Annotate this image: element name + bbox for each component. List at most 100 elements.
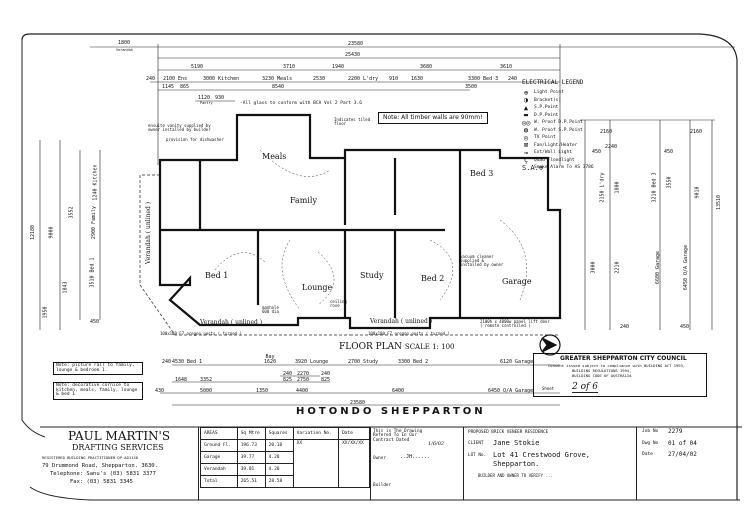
council-line3: BUILDING CODE OF AUSTRALIA xyxy=(572,373,632,378)
legend-item: ◎◎W. Proof D.P.Point xyxy=(522,119,594,127)
dim: 3510 Bed 1 xyxy=(89,257,96,288)
left-dimension-lines xyxy=(39,140,101,330)
legend-label: Bracket(s) xyxy=(534,97,562,103)
dim: 13510 xyxy=(716,194,723,211)
dim: 865 xyxy=(180,84,190,90)
room-verandah-bottom-left: Verandah ( unlined ) xyxy=(200,319,263,326)
council-stamp: GREATER SHEPPARTON CITY COUNCIL Consent … xyxy=(533,353,707,397)
cell: Total xyxy=(200,475,238,488)
wp-dp-point-icon: ◎◎ xyxy=(522,118,531,127)
dim: 3920 Lounge xyxy=(295,359,329,365)
council-line2: BUILDING REGULATIONS 1994, xyxy=(572,368,632,373)
smoke-alarm-icon: S.A.⊕ xyxy=(522,163,544,172)
contract-date: 1/6/02 xyxy=(428,441,445,447)
wp-sp-point-icon: ◍ xyxy=(523,126,529,135)
sheet-border xyxy=(21,33,738,500)
dim: 2700 Study xyxy=(348,359,379,365)
owner-signature: ..JH...... xyxy=(400,454,431,460)
cell: 4.20 xyxy=(264,463,294,476)
drawing-date: 27/04/02 xyxy=(668,451,697,458)
quad-floodlight-icon: ç xyxy=(523,156,529,165)
company-registration: REGISTERED BUILDING PRACTITIONER DP-AD11… xyxy=(42,455,139,460)
legend-label: Light Point xyxy=(534,90,564,96)
dim: 1800 xyxy=(614,181,621,194)
header: Sq Mtre xyxy=(236,427,266,440)
dim: 240 xyxy=(508,76,518,82)
dim: 1240 Kitchen xyxy=(92,164,99,201)
dwg-no: 01 of 04 xyxy=(668,440,697,447)
dim: 910 xyxy=(389,76,399,82)
lot-town: Shepparton. xyxy=(493,460,540,468)
dim: 3710 xyxy=(283,64,296,70)
dim: 2240 xyxy=(605,144,618,150)
cell: 4.28 xyxy=(264,451,294,464)
dim: 1120 xyxy=(198,95,211,101)
room-bed-1: Bed 1 xyxy=(205,271,229,280)
cell: Garage xyxy=(200,451,238,464)
client-name: Jane Stokie xyxy=(493,439,540,447)
council-sheet-value: 2 of 6 xyxy=(572,382,598,393)
legend-label: W. Proof D.P.Point xyxy=(534,120,583,126)
dim: 3552 xyxy=(68,206,75,219)
legend-label: TV Point xyxy=(534,135,556,141)
legend-label: S.P.Point xyxy=(534,105,559,111)
dim: 5000 xyxy=(200,388,213,394)
electrical-legend: ELECTRICAL LEGEND ⊕Light Point◑Bracket(s… xyxy=(522,80,594,172)
room-study: Study xyxy=(360,271,384,280)
room-verandah-bottom-right: Verandah ( unlined ) xyxy=(370,318,433,325)
dim-25430: 25430 xyxy=(345,52,361,58)
dim: 240 xyxy=(321,371,331,377)
header: Variation No. xyxy=(292,427,340,440)
note-dishwasher: provision for dishwasher xyxy=(166,137,224,142)
right-dimension-lines xyxy=(580,119,715,330)
dim: 2150 L'dry xyxy=(599,172,606,203)
dim: 12180 xyxy=(30,224,37,241)
light-point-icon: ⊕ xyxy=(523,88,529,97)
dim: 3000 Kitchen xyxy=(203,76,240,82)
sheet-border-left xyxy=(21,40,46,438)
dim: 1843 xyxy=(62,281,69,294)
council-line1: Consent issued subject to compliance wit… xyxy=(548,363,686,368)
room-garage: Garage xyxy=(502,277,532,286)
dim: 9010 xyxy=(694,186,701,199)
dim: 2900 Family xyxy=(91,205,98,240)
header: Squares xyxy=(264,427,294,440)
legend-item: ⊠Fan/Light/Heater xyxy=(522,141,594,149)
dim: 240 xyxy=(283,371,293,377)
dim-pantry-label: Pantry xyxy=(200,101,213,105)
dim: 825 xyxy=(283,377,293,383)
dim: 2530 xyxy=(313,76,326,82)
dim: 1145 xyxy=(162,84,175,90)
dim: 23580 xyxy=(350,400,366,406)
dim: 2200 L'dry xyxy=(348,76,379,82)
legend-label: Fan/Light/Heater xyxy=(534,142,578,148)
note-ensuite: ensuite vanity supplied by owner install… xyxy=(148,123,211,132)
legend-items: ⊕Light Point◑Bracket(s)▲S.P.Point▬D.P.Po… xyxy=(522,89,594,172)
dim: 6450 O/A Garage xyxy=(488,388,534,394)
note-vacuum: vacuum cleaner supplied & installed by o… xyxy=(460,254,504,267)
dim: 1950 xyxy=(42,306,49,319)
legend-item: ⊕ Light Point xyxy=(522,89,594,97)
dim: 9000 xyxy=(48,226,55,239)
dim: 450 xyxy=(592,149,602,155)
sp-point-icon: ▲ xyxy=(523,103,529,112)
legend-item: ◍ W. Proof S.P.Point xyxy=(522,126,594,135)
note-timber-walls: Note: All timber walls are 90mm! xyxy=(378,112,488,124)
dim: 1940 xyxy=(332,64,345,70)
dim: 3500 xyxy=(465,84,478,90)
legend-label: W. Proof S.P.Point xyxy=(534,127,583,133)
lot-label: LOT No. xyxy=(468,453,487,458)
dim: 1648 xyxy=(175,377,188,383)
legend-label: Smoke Alarm To AS 3786 xyxy=(534,165,594,171)
date-value: XX/XX/XX xyxy=(338,439,370,488)
drawing-title: HOTONDO SHEPPARTON xyxy=(296,406,486,417)
dim: 240 xyxy=(162,359,172,365)
dim: 2750 xyxy=(297,377,310,383)
legend-label: Quad Floodlight xyxy=(534,157,575,163)
job-label: Job No xyxy=(642,429,659,434)
cell: 28.58 xyxy=(264,475,294,488)
dim: 450 xyxy=(664,149,674,155)
cell: Verandah xyxy=(200,463,238,476)
